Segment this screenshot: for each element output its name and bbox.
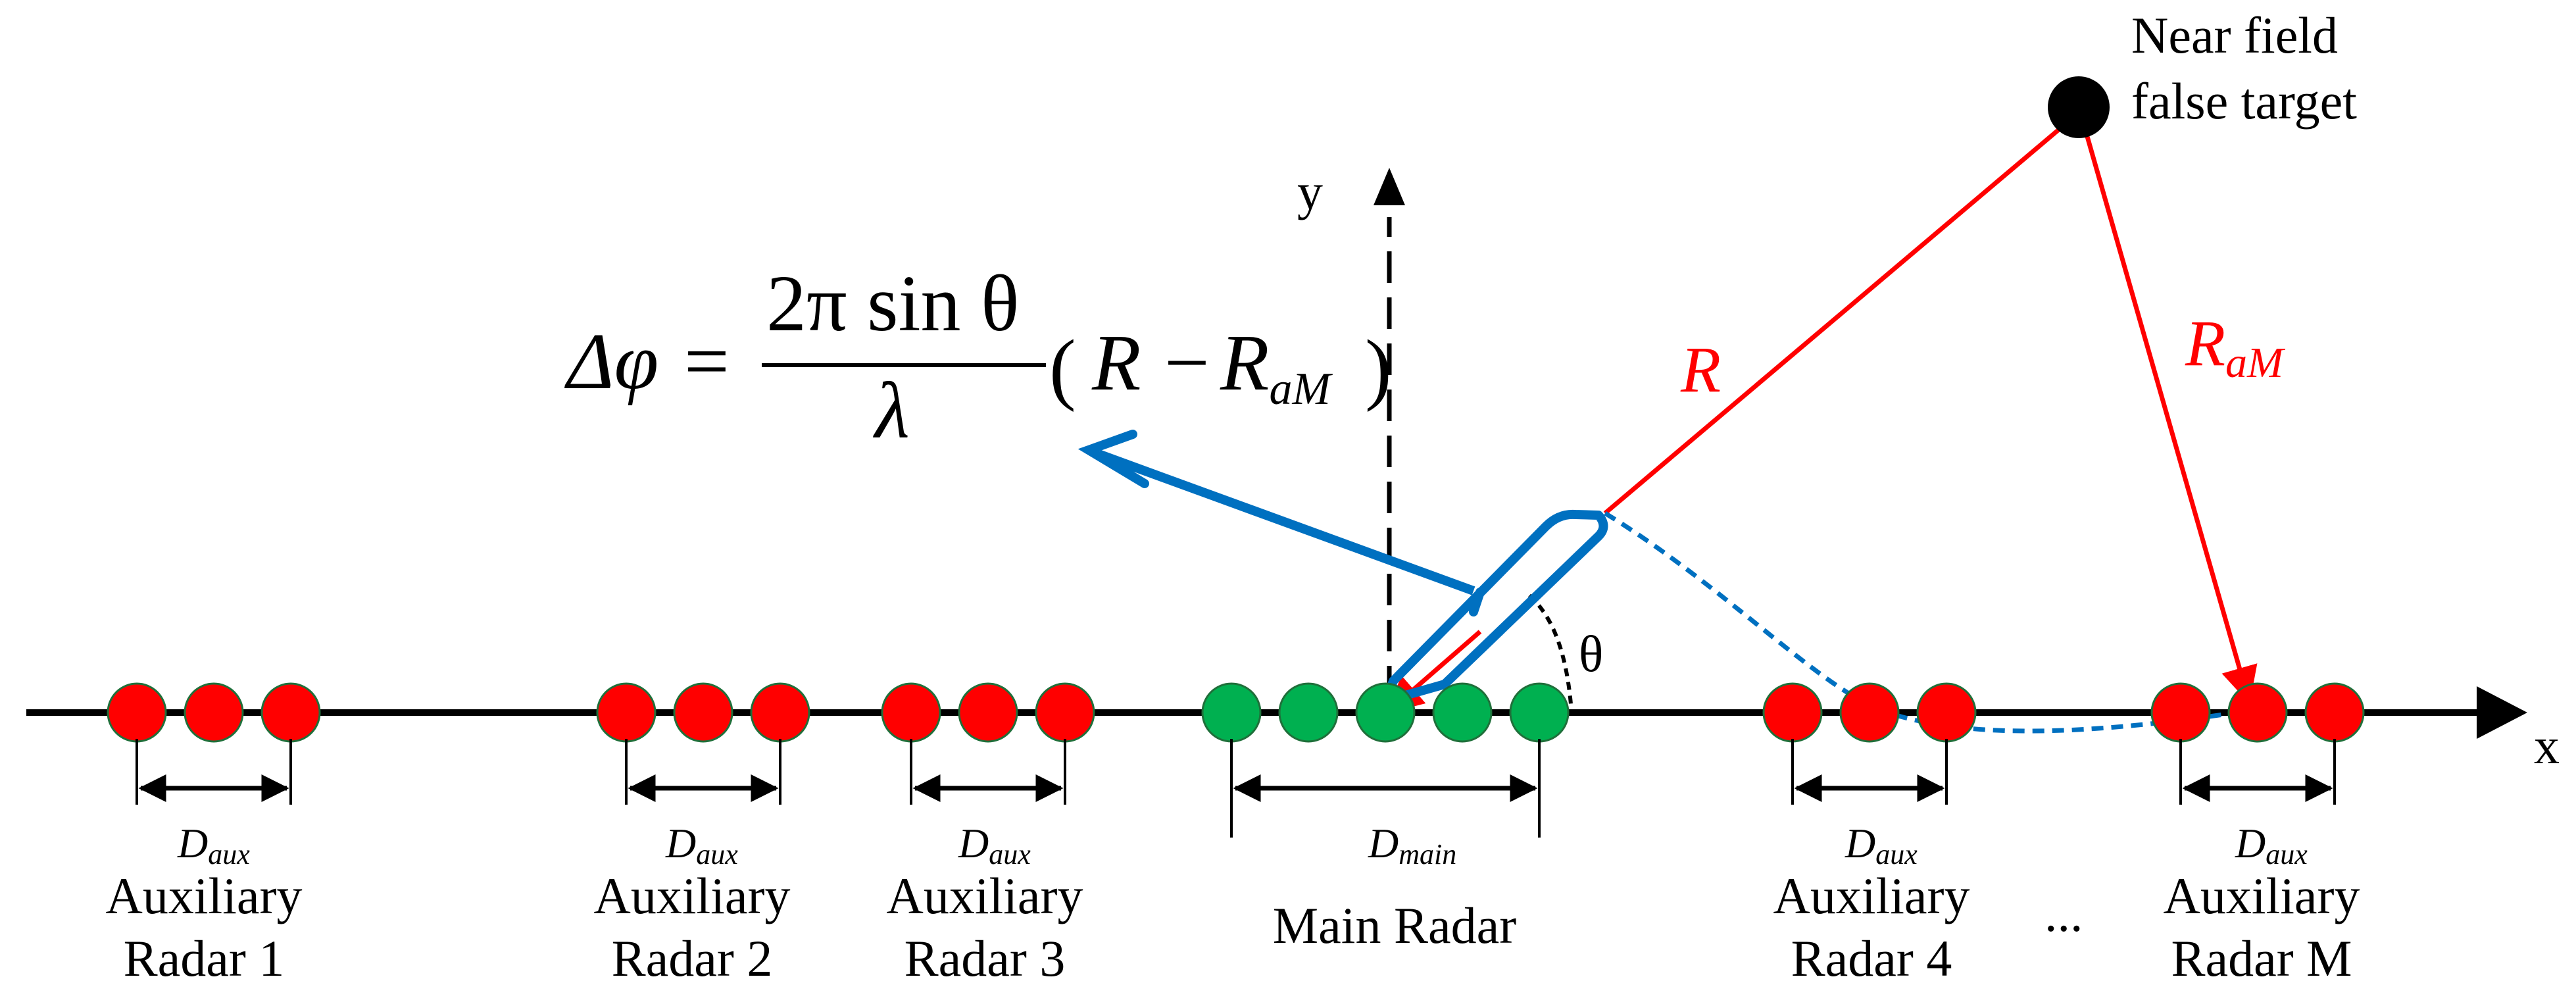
radar-caption-line2: Radar 3 [904,930,1066,987]
y-axis-label: y [1297,163,1323,220]
formula-r: R [1091,318,1141,407]
ray-ram-label-main: R [2185,307,2225,380]
radar-caption-line2: Radar 2 [612,930,773,987]
antenna-element [1509,682,1570,743]
antenna-element [107,682,167,743]
angle-arc [1527,593,1573,705]
radar-caption-line2: Radar 1 [124,930,285,987]
ray-r [1603,123,2066,515]
antenna-element [1432,682,1493,743]
y-axis-arrowhead [1374,168,1405,205]
radar-caption-line1: Auxiliary [2164,867,2360,924]
dimension-label: Daux [958,820,1031,870]
radar-caption-line1: Auxiliary [1773,867,1970,924]
antenna-element [1916,682,1977,743]
dimension-label: Daux [1845,820,1918,870]
dimension-label-main: D [177,820,208,867]
antenna-element [1762,682,1823,743]
dimension-label-main: D [2235,820,2266,867]
dimension-label-sub: aux [1875,838,1918,870]
formula-ram-sub: aM [1270,364,1333,415]
formula-numerator: 2π sin θ [766,259,1019,348]
angle-label: θ [1579,625,1603,682]
antenna-element [1839,682,1900,743]
antenna-element [750,682,810,743]
false-target-marker [2048,76,2110,138]
formula-lhs: Δφ [564,317,658,406]
dimension-label-main: D [958,820,989,867]
formula-pointer-arrow [1097,449,1475,595]
formula-paren-close: ) [1365,324,1392,413]
formula-ram-main: R [1220,318,1270,407]
formula-denominator: λ [873,366,910,455]
dimension-label-main: D [1368,820,1399,867]
antenna-element [1201,682,1262,743]
dimension-label-main: D [665,820,696,867]
dimension-label: Daux [665,820,738,870]
x-axis-arrowhead [2477,686,2527,739]
dimension-label-sub: aux [208,838,250,870]
antenna-element [184,682,244,743]
antenna-element [1035,682,1095,743]
antenna-element [1355,682,1416,743]
radar-caption-line1: Auxiliary [594,867,791,924]
dimension-label-main: D [1845,820,1875,867]
x-axis-label: x [2534,717,2560,774]
antenna-element [260,682,321,743]
dimension-label-sub: aux [2266,838,2308,870]
radar-caption-line1: Auxiliary [887,867,1083,924]
dimension-label-sub: aux [989,838,1031,870]
dimension-label: Daux [177,820,250,870]
ray-ram [2081,124,2258,704]
antenna-element [881,682,941,743]
false-target-label-line2: false target [2131,72,2357,130]
formula-minus: − [1164,318,1210,407]
path-difference-bracket [1382,509,1608,705]
dimension-label-sub: aux [696,838,738,870]
antenna-element [2304,682,2365,743]
formula-paren-open: ( [1049,324,1076,413]
formula-equals: = [684,317,730,406]
dimension-label: Dmain [1368,820,1456,870]
formula-ram: RaM [1220,318,1333,415]
radar-caption-line2: Radar M [2171,930,2352,987]
phase-difference-formula: Δφ = 2π sin θ λ ( R − RaM ) [564,259,1392,455]
antenna-element [1278,682,1339,743]
formula-pointer-arrowhead [1077,430,1149,488]
false-target-label-line1: Near field [2131,7,2338,64]
radar-caption-line1: Main Radar [1273,897,1516,954]
ray-r-label: R [1680,333,1721,406]
ray-ram-label: RaM [2185,307,2286,387]
ray-ram-label-sub: aM [2225,339,2286,387]
dimension-label-sub: main [1399,838,1456,870]
radar-caption-line1: Auxiliary [106,867,303,924]
antenna-element [958,682,1018,743]
antenna-element [2227,682,2288,743]
antenna-element [2150,682,2211,743]
dimension-label: Daux [2235,820,2308,870]
antenna-element [596,682,656,743]
array-ellipsis: ... [2044,885,2083,942]
antenna-element [673,682,733,743]
radar-caption-line2: Radar 4 [1791,930,1952,987]
